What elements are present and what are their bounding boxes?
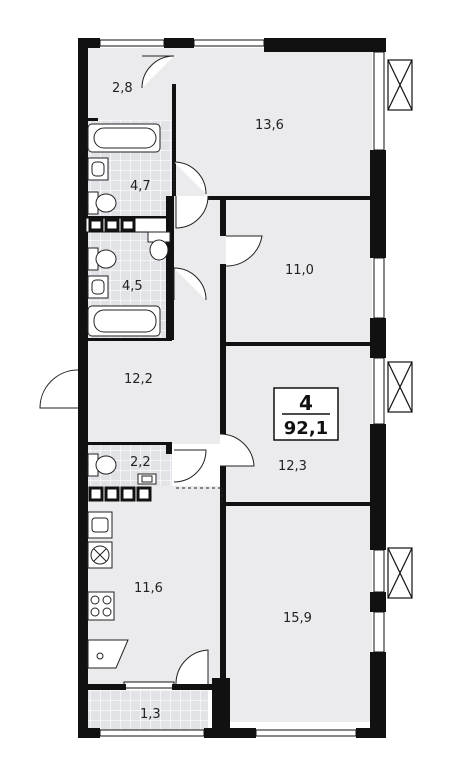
window-bottom-bedroom [255, 729, 357, 737]
sink-lower [87, 275, 109, 299]
sink-wc [137, 473, 157, 485]
kitchen-washer [87, 541, 113, 569]
window-right-bedroom-center [373, 357, 385, 425]
window-bottom-balcony [99, 729, 205, 737]
window-right-living [373, 51, 385, 151]
label-bedroom-large: 15,9 [283, 611, 312, 626]
bathtub-lower [87, 305, 161, 337]
external-unit-2 [387, 361, 413, 413]
floor-balcony [86, 690, 208, 730]
kitchen-sink [87, 511, 113, 539]
external-units [387, 59, 413, 599]
door-bedroom-center [219, 433, 255, 467]
label-storage: 2,8 [112, 81, 133, 96]
badge-rooms-count: 4 [299, 391, 313, 415]
toilet-upper [87, 191, 117, 215]
bathtub-upper [87, 123, 161, 153]
fixtures [87, 123, 171, 669]
label-bedroom-center: 12,3 [278, 459, 307, 474]
kitchen-stove [87, 591, 115, 621]
window-top-storage [99, 39, 165, 47]
sink-upper [87, 157, 109, 181]
door-bedroom-middle [225, 235, 263, 267]
label-hallway: 12,2 [124, 372, 153, 387]
label-bedroom-middle: 11,0 [285, 263, 314, 278]
toilet-lower [87, 247, 117, 271]
window-right-bedroom-large-1 [373, 549, 385, 593]
door-corridor [175, 195, 209, 229]
window-top-living [193, 39, 265, 47]
exterior-walls [78, 38, 386, 738]
door-storage [141, 55, 175, 89]
doors [39, 55, 263, 685]
label-bathroom-lower: 4,5 [122, 279, 143, 294]
floor-bedroom-large [224, 506, 372, 722]
shelves [88, 218, 152, 502]
floor-living-room [174, 48, 372, 196]
label-bathroom-upper: 4,7 [130, 179, 151, 194]
label-wc: 2,2 [130, 455, 151, 470]
room-labels: 2,8 13,6 4,7 11,0 4,5 12,2 12,3 2,2 11,6… [112, 81, 314, 722]
toilet-corridor [147, 231, 171, 261]
kitchen-fridge [87, 639, 129, 669]
window-balcony-top [123, 681, 175, 689]
window-right-bedroom-middle [373, 257, 385, 319]
toilet-wc [87, 453, 117, 477]
external-unit-3 [387, 547, 413, 599]
door-bath-lower [173, 267, 207, 301]
door-balcony [175, 649, 209, 685]
floor-hallway [86, 340, 224, 444]
badge-total-area: 92,1 [284, 418, 328, 439]
windows [99, 39, 385, 737]
door-bath-upper [173, 161, 207, 195]
door-entrance [39, 369, 79, 409]
external-unit-1 [387, 59, 413, 111]
label-living-room: 13,6 [255, 118, 284, 133]
window-right-bedroom-large-2 [373, 611, 385, 653]
door-dashed-kitchen [176, 487, 223, 506]
label-kitchen: 11,6 [134, 581, 163, 596]
floor-bedroom-middle [224, 198, 372, 344]
door-wc [173, 449, 207, 483]
label-balcony: 1,3 [140, 707, 161, 722]
apartment-badge: 4 92,1 [273, 387, 339, 441]
